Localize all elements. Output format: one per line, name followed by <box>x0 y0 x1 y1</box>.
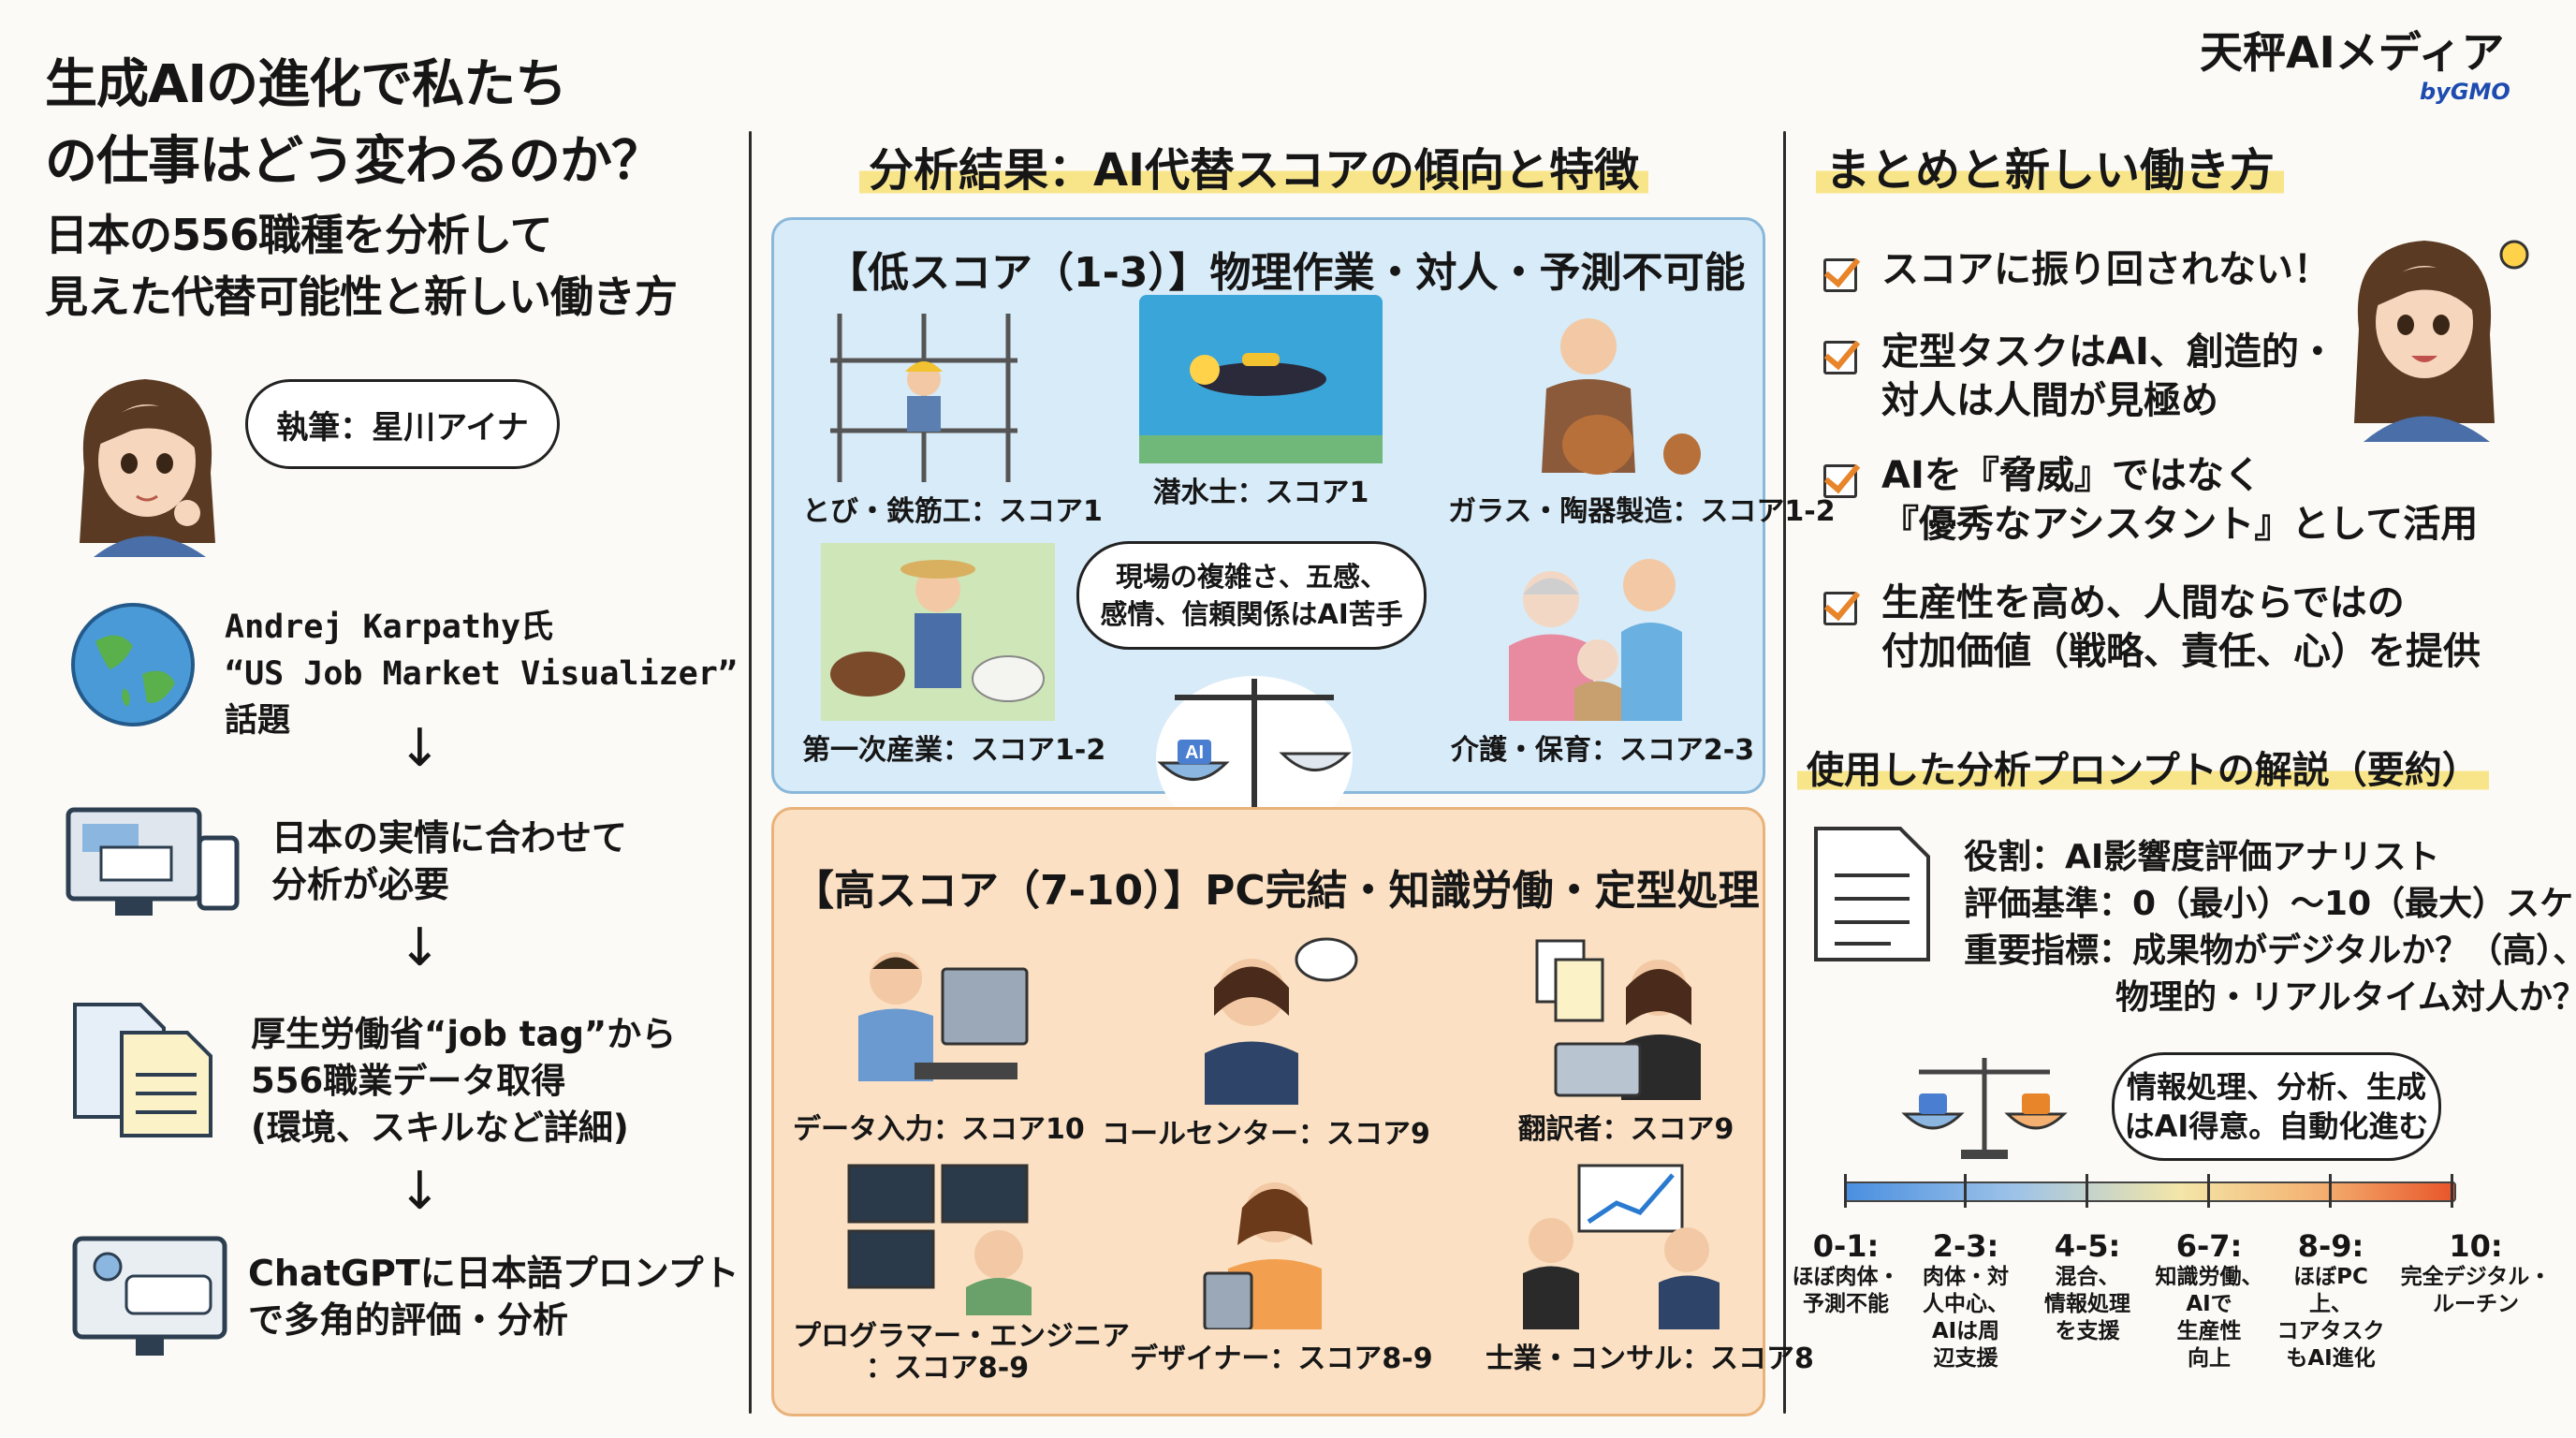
flow-step-karpathy: Andrej Karpathy氏 “US Job Market Visualiz… <box>225 609 738 740</box>
job-card-call-center: コールセンター：スコア9 <box>1102 932 1430 1152</box>
job-label: 介護・保育：スコア2-3 <box>1450 734 1755 767</box>
scale-label-4-5: 4-5: 混合、 情報処理 を支援 <box>2044 1228 2130 1343</box>
page-title: 生成AIの進化で私たち の仕事はどう変わるのか？ 日本の556職種を分析して 見… <box>45 54 678 322</box>
scale-label-0-1: 0-1: ほぼ肉体・ 予測不能 <box>1792 1228 1900 1316</box>
flow-step-jobtag: 厚生労働省“job tag”から 556職業データ取得 (環境、スキルなど詳細) <box>251 1014 677 1148</box>
flow-arrow-1: ↓ <box>398 718 442 779</box>
checkbox-checked-icon <box>1823 258 1857 292</box>
summary-item: 生産性を高め、人間ならではの付加価値（戦略、責任、心）を提供 <box>1823 579 2481 676</box>
right-divider <box>1783 131 1786 1414</box>
job-label: とび・鉄筋工：スコア1 <box>802 495 1103 528</box>
scale-tick <box>2451 1174 2453 1208</box>
job-label: 第一次産業：スコア1-2 <box>802 734 1106 767</box>
prompt-criteria: 評価基準：0（最小）〜10（最大）スケール <box>1964 885 2576 923</box>
prompt-heading: 使用した分析プロンプトの解説（要約） <box>1797 740 2489 794</box>
document-icon <box>1814 827 1930 961</box>
scale-tick <box>1964 1174 1967 1208</box>
job-label: プログラマー・エンジニア ：スコア8-9 <box>793 1320 1130 1385</box>
low-score-bubble: 現場の複雑さ、五感、 感情、信頼関係はAI苦手 <box>1076 541 1427 650</box>
translator-illustration <box>1535 939 1701 1100</box>
job-label: データ入力：スコア10 <box>793 1113 1085 1146</box>
analysis-heading: 分析結果：AI代替スコアの傾向と特徴 <box>859 133 1649 198</box>
brand-logo[interactable]: 天秤AIメディア <box>2200 27 2505 78</box>
scale-tick <box>2329 1174 2332 1208</box>
author-avatar <box>80 379 215 557</box>
job-card-steelworker: とび・鉄筋工：スコア1 <box>802 304 1103 529</box>
high-score-title: 【高スコア（7-10）】PC完結・知識労働・定型処理 <box>793 867 1760 915</box>
flow-arrow-2: ↓ <box>398 917 442 978</box>
job-card-consultant: 士業・コンサル：スコア8 <box>1486 1161 1814 1376</box>
job-label: 士業・コンサル：スコア8 <box>1486 1343 1814 1375</box>
summary-item: スコアに振り回されない！ <box>1823 245 2331 294</box>
high-score-panel: 【高スコア（7-10）】PC完結・知識労働・定型処理 データ入力：スコア10 コ… <box>771 807 1814 1416</box>
scale-ai-label: AI <box>1185 742 1204 763</box>
diver-illustration <box>1139 295 1383 463</box>
job-label: 潜水士：スコア1 <box>1152 477 1369 509</box>
scale-label-8-9: 8-9: ほぼPC上、 コアタスク もAI進化 <box>2276 1228 2385 1371</box>
scale-tick <box>2207 1174 2210 1208</box>
left-divider <box>749 131 752 1414</box>
care-illustration <box>1509 559 1682 721</box>
small-scale-icon <box>1901 1058 2068 1159</box>
pottery-illustration <box>1542 318 1701 475</box>
job-card-diver: 潜水士：スコア1 <box>1130 295 1392 510</box>
scale-label-6-7: 6-7: 知識労働、 AIで 生産性 向上 <box>2155 1228 2263 1371</box>
job-card-translator: 翻訳者：スコア9 <box>1504 932 1748 1147</box>
designer-illustration <box>1203 1182 1322 1329</box>
author-label: 執筆：星川アイナ <box>245 379 560 469</box>
checkbox-checked-icon <box>1823 341 1857 374</box>
checkbox-checked-icon <box>1823 464 1857 498</box>
prompt-role: 役割：AI影響度評価アナリスト <box>1964 838 2440 876</box>
checkbox-checked-icon <box>1823 592 1857 625</box>
documents-icon <box>73 1003 212 1137</box>
flow-arrow-3: ↓ <box>398 1161 442 1222</box>
scale-tick <box>1844 1174 1847 1208</box>
prompt-key-indicator-2: 物理的・リアルタイム対人か？（低） <box>2115 978 2576 1017</box>
job-card-programmer: プログラマー・エンジニア ：スコア8-9 <box>793 1161 1130 1385</box>
call-center-illustration <box>1205 937 1358 1105</box>
summary-item: AIを『脅威』ではなく『優秀なアシスタント』として活用 <box>1823 451 2478 549</box>
data-entry-illustration <box>858 952 1029 1081</box>
presenter-avatar <box>2354 240 2529 442</box>
score-scale-bar <box>1844 1181 2456 1202</box>
job-label: デザイナー：スコア8-9 <box>1130 1343 1433 1375</box>
farm-illustration <box>821 543 1055 721</box>
computer-icon <box>66 807 240 916</box>
brand-by-gmo: byGMO <box>2420 79 2510 105</box>
summary-heading: まとめと新しい働き方 <box>1816 133 2285 198</box>
summary-item: 定型タスクはAI、創造的・対人は人間が見極め <box>1823 328 2336 425</box>
job-card-data-entry: データ入力：スコア10 <box>793 932 1085 1147</box>
steelworker-illustration <box>830 314 1017 482</box>
job-card-designer: デザイナー：スコア8-9 <box>1130 1161 1433 1376</box>
job-label: 翻訳者：スコア9 <box>1517 1113 1734 1146</box>
chat-monitor-icon <box>72 1236 227 1356</box>
flow-step-chatgpt: ChatGPTに日本語プロンプト で多角的評価・分析 <box>248 1253 739 1341</box>
programmer-illustration <box>847 1164 1032 1315</box>
job-label: コールセンター：スコア9 <box>1102 1118 1430 1151</box>
scale-label-10: 10: 完全デジタル・ ルーチン <box>2400 1228 2552 1316</box>
consultant-illustration <box>1523 1164 1720 1329</box>
globe-icon <box>71 603 195 726</box>
job-card-care: 介護・保育：スコア2-3 <box>1448 543 1757 768</box>
job-label: ガラス・陶器製造：スコア1-2 <box>1448 495 1836 528</box>
flow-step-japan: 日本の実情に合わせて 分析が必要 <box>271 817 628 905</box>
job-card-pottery: ガラス・陶器製造：スコア1-2 <box>1448 304 1836 529</box>
prompt-key-indicator: 重要指標：成果物がデジタルか？（高）、 <box>1964 932 2576 970</box>
job-card-primary-industry: 第一次産業：スコア1-2 <box>802 543 1106 768</box>
scale-tick <box>2086 1174 2088 1208</box>
prompt-bubble: 情報処理、分析、生成 はAI得意。自動化進む <box>2112 1052 2441 1161</box>
scale-label-2-3: 2-3: 肉体・対 人中心、 AIは周 辺支援 <box>1923 1228 2009 1371</box>
low-score-title: 【低スコア（1-3）】物理作業・対人・予測不可能 <box>827 249 1746 297</box>
